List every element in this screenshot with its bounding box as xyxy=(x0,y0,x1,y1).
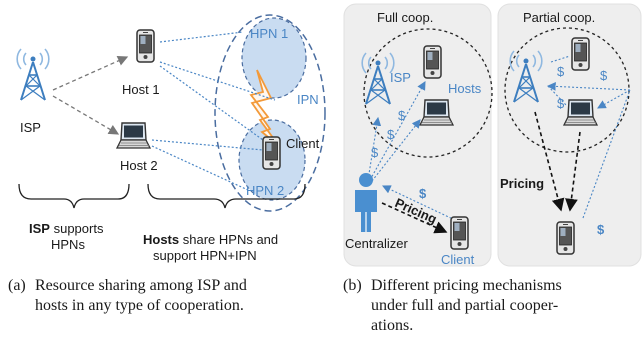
isp-label: ISP xyxy=(20,120,41,135)
client-label: Client xyxy=(286,136,320,151)
full-isp-label: ISP xyxy=(390,70,411,85)
pricing-label-partial: Pricing xyxy=(500,176,544,191)
dollar-1: $ xyxy=(371,145,379,160)
isp-note-line1: ISP supports xyxy=(29,221,104,236)
pricing-arrow-full xyxy=(381,202,448,234)
panel-b: Full coop. ISP Hosts $ $ $ $ Centralizer… xyxy=(343,3,642,267)
dollar-p1: $ xyxy=(557,64,565,79)
dollar-3: $ xyxy=(398,108,406,123)
pricing-arrow-partial-2 xyxy=(565,131,581,212)
hosts-brace xyxy=(147,183,306,209)
partial-flow-phone xyxy=(550,55,571,63)
caption-a: (a) Resource sharing among ISP and hosts… xyxy=(8,276,338,336)
flow-client-to-centralizer xyxy=(382,185,456,221)
caption-b-line1: Different pricing mechanisms xyxy=(371,277,562,294)
caption-b-tag: (b) xyxy=(343,277,362,294)
full-client-phone-icon xyxy=(450,216,469,250)
host2-client-link xyxy=(151,139,264,151)
full-client-label: Client xyxy=(441,252,475,267)
isp-note-rest: supports xyxy=(54,221,104,236)
host1-hpn1-link xyxy=(159,31,244,43)
partial-flow-top xyxy=(546,81,631,91)
hpn2-label: HPN 2 xyxy=(246,183,284,198)
host1-client-link xyxy=(159,65,264,141)
isp-brace xyxy=(18,183,130,209)
isp-tower-icon xyxy=(16,48,50,101)
caption-b-line3: ations. xyxy=(371,317,414,334)
dollar-p4: $ xyxy=(597,222,605,237)
dollar-p3: $ xyxy=(557,96,565,111)
full-host-phone-icon xyxy=(423,45,442,79)
hosts-note-rest: share HPNs and xyxy=(183,232,278,247)
isp-host1-arrow xyxy=(52,55,129,91)
partial-client-phone-icon xyxy=(556,221,575,255)
flow-isp xyxy=(367,116,382,181)
partial-flow-client-isp xyxy=(582,89,631,219)
dollar-2: $ xyxy=(387,127,395,142)
caption-a-line1: Resource sharing among ISP and xyxy=(35,277,247,294)
full-host-laptop-icon xyxy=(419,99,454,126)
full-hosts-label: Hosts xyxy=(448,81,482,96)
partial-coop-box xyxy=(497,3,642,267)
centralizer-label: Centralizer xyxy=(345,236,409,251)
hosts-note-line2: support HPN+IPN xyxy=(153,248,257,263)
partial-host-laptop-icon xyxy=(563,99,598,126)
host1-phone-icon xyxy=(136,29,155,63)
pricing-arrow-partial-1 xyxy=(534,111,565,212)
flow-host-laptop xyxy=(371,119,421,182)
hpn1-region xyxy=(241,17,307,99)
dollar-4: $ xyxy=(419,186,427,201)
ipn-label: IPN xyxy=(297,92,319,107)
hpn1-label: HPN 1 xyxy=(250,26,288,41)
flow-host-phone xyxy=(369,81,426,181)
caption-a-tag: (a) xyxy=(8,277,26,294)
hpn-cluster-boundary xyxy=(214,14,326,212)
hosts-note-bold: Hosts xyxy=(143,232,179,247)
host2-hpn2-link xyxy=(151,145,249,191)
isp-note-line2: HPNs xyxy=(51,237,85,252)
full-coop-circle xyxy=(363,28,493,158)
client-phone-icon xyxy=(262,136,281,170)
caption-b-line2: under full and partial cooper- xyxy=(371,297,559,314)
panel-a: ISP Host 1 Host 2 HPN 1 IPN Client HPN 2… xyxy=(16,14,326,263)
caption-a-line2: hosts in any type of cooperation. xyxy=(35,297,244,314)
host2-label: Host 2 xyxy=(120,158,158,173)
dollar-p2: $ xyxy=(600,68,608,83)
full-coop-box xyxy=(343,3,492,267)
hosts-note-line1: Hosts share HPNs and xyxy=(143,232,278,247)
full-coop-title: Full coop. xyxy=(377,10,433,25)
partial-coop-title: Partial coop. xyxy=(523,10,595,25)
host1-label: Host 1 xyxy=(122,82,160,97)
caption-b: (b) Different pricing mechanisms under f… xyxy=(343,276,643,342)
host1-ipn-link xyxy=(159,61,276,101)
isp-host2-arrow xyxy=(52,95,120,135)
host2-laptop-icon xyxy=(116,122,151,149)
partial-host-phone-icon xyxy=(571,37,590,71)
isp-note-bold: ISP xyxy=(29,221,50,236)
